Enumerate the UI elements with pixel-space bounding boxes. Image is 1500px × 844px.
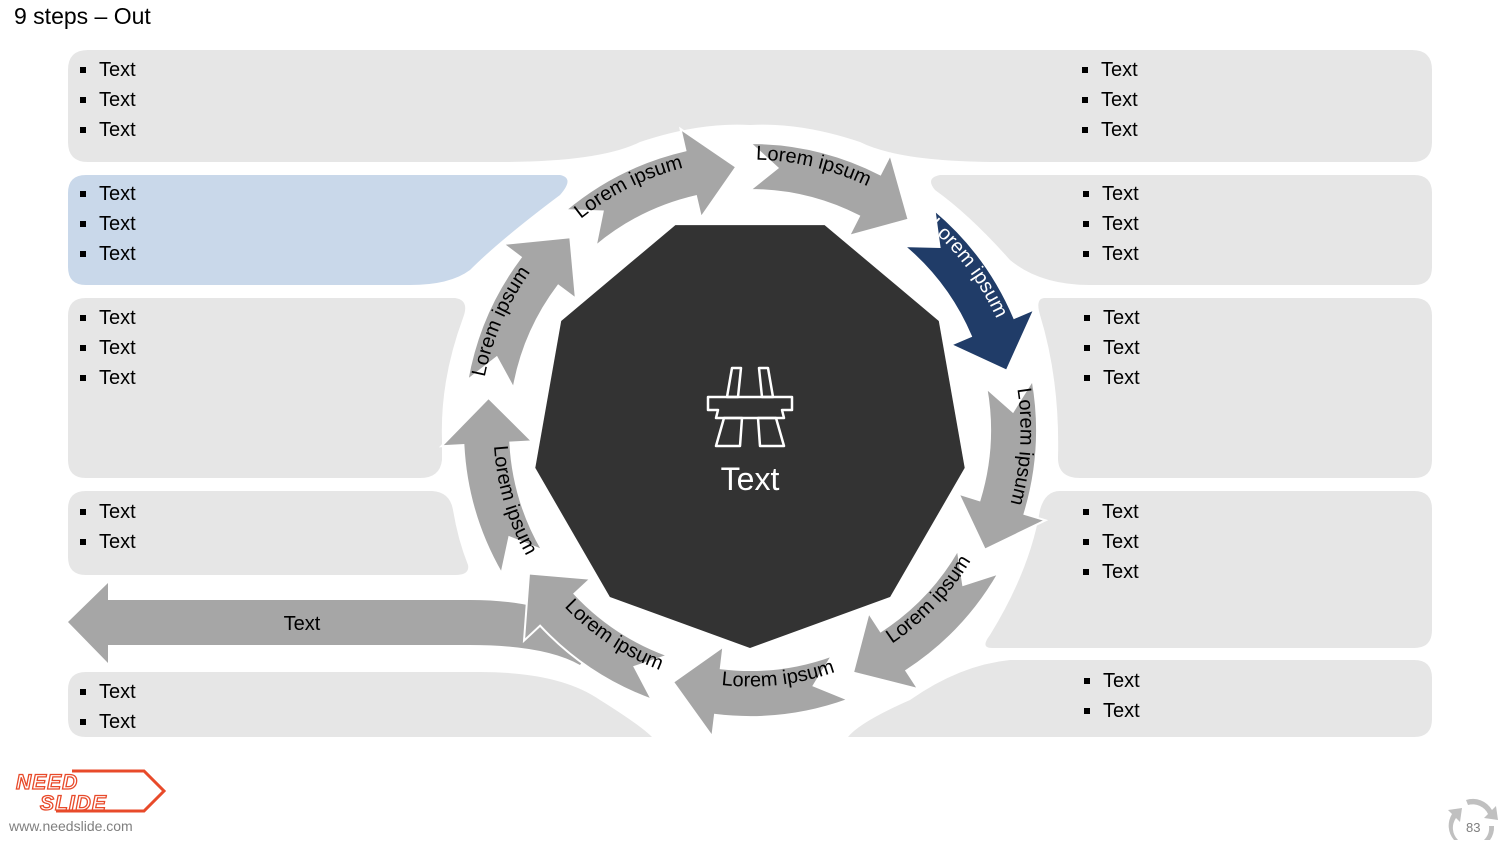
list-item: Text bbox=[80, 209, 136, 239]
list-item: Text bbox=[1084, 666, 1140, 696]
panel-right-2 bbox=[931, 175, 1432, 285]
panel-left-4 bbox=[68, 491, 469, 575]
list-item: Text bbox=[80, 527, 136, 557]
list-item: Text bbox=[80, 115, 136, 145]
step-arrow-1 bbox=[901, 207, 1037, 373]
step-arrow-9 bbox=[747, 141, 910, 238]
center-octagon bbox=[535, 225, 965, 648]
left-panel-5-list: Text Text bbox=[80, 677, 136, 737]
list-item: Text bbox=[80, 85, 136, 115]
list-item: Text bbox=[1084, 696, 1140, 726]
slide-title: 9 steps – Out bbox=[14, 3, 151, 29]
list-item: Text bbox=[80, 497, 136, 527]
list-item: Text bbox=[1084, 303, 1140, 333]
step-arrow-8 bbox=[562, 126, 738, 249]
panel-right-5 bbox=[848, 660, 1432, 737]
right-panel-5-list: Text Text bbox=[1084, 666, 1140, 726]
panel-left-3 bbox=[68, 298, 466, 478]
left-panel-4-list: Text Text bbox=[80, 497, 136, 557]
right-panel-2-list: Text Text Text bbox=[1083, 179, 1139, 269]
motorway-icon bbox=[706, 366, 794, 448]
list-item: Text bbox=[80, 55, 136, 85]
list-item: Text bbox=[80, 707, 136, 737]
step-arrow-4 bbox=[671, 644, 851, 740]
list-item: Text bbox=[80, 677, 136, 707]
list-item: Text bbox=[1083, 557, 1139, 587]
step-arrow-6 bbox=[438, 396, 545, 577]
out-arrow bbox=[68, 583, 598, 665]
website-url: www.needslide.com bbox=[9, 818, 133, 834]
panel-right-4 bbox=[985, 491, 1432, 648]
list-item: Text bbox=[80, 363, 136, 393]
list-item: Text bbox=[80, 333, 136, 363]
page-number-badge bbox=[1448, 798, 1498, 840]
right-panel-1-list: Text Text Text bbox=[1082, 55, 1138, 145]
step-arrow-3 bbox=[851, 547, 1001, 691]
panel-left-5 bbox=[68, 672, 652, 737]
panel-left-2-highlight bbox=[68, 175, 568, 285]
list-item: Text bbox=[1084, 363, 1140, 393]
left-panel-1-list: Text Text Text bbox=[80, 55, 136, 145]
out-arrow-label: Text bbox=[284, 613, 321, 635]
logo-line-1: NEED bbox=[16, 771, 78, 794]
list-item: Text bbox=[1083, 209, 1139, 239]
logo-line-2: SLIDE bbox=[40, 792, 107, 814]
list-item: Text bbox=[1083, 527, 1139, 557]
step-label-4: Lorem ipsum bbox=[721, 656, 837, 692]
step-arrow-2 bbox=[956, 377, 1049, 551]
page-number: 83 bbox=[1466, 820, 1481, 835]
list-item: Text bbox=[80, 179, 136, 209]
step-arrow-7 bbox=[465, 236, 578, 392]
list-item: Text bbox=[1082, 115, 1138, 145]
list-item: Text bbox=[80, 239, 136, 269]
right-panel-3-list: Text Text Text bbox=[1084, 303, 1140, 393]
needslide-logo: NEED SLIDE bbox=[15, 769, 167, 814]
list-item: Text bbox=[1083, 179, 1139, 209]
panel-right-3 bbox=[1038, 298, 1432, 478]
panel-top-band bbox=[68, 50, 1432, 162]
step-arrow-5 bbox=[522, 572, 671, 702]
list-item: Text bbox=[1083, 239, 1139, 269]
right-panel-4-list: Text Text Text bbox=[1083, 497, 1139, 587]
center-label: Text bbox=[721, 461, 780, 497]
list-item: Text bbox=[1083, 497, 1139, 527]
list-item: Text bbox=[80, 303, 136, 333]
left-panel-3-list: Text Text Text bbox=[80, 303, 136, 393]
list-item: Text bbox=[1082, 85, 1138, 115]
left-panel-2-list: Text Text Text bbox=[80, 179, 136, 269]
list-item: Text bbox=[1082, 55, 1138, 85]
list-item: Text bbox=[1084, 333, 1140, 363]
